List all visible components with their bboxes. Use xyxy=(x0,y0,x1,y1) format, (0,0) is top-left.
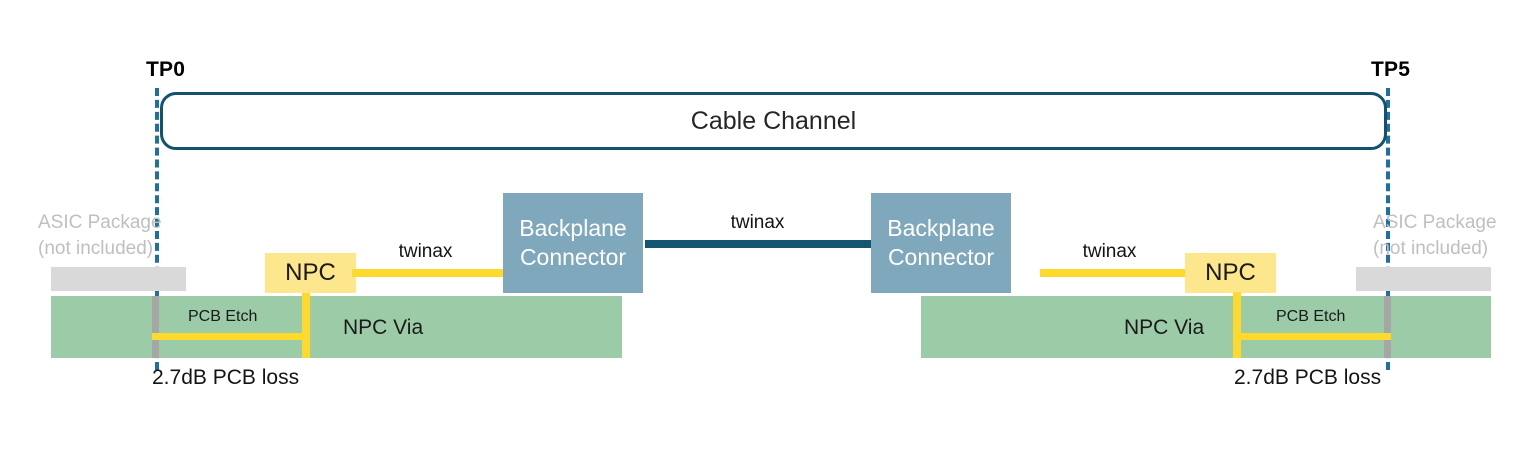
backplane-connector-left: Backplane Connector xyxy=(503,193,643,293)
backplane-connector-right-line1: Backplane xyxy=(887,215,995,242)
cable-channel-label: Cable Channel xyxy=(690,106,857,135)
pcb-loss-label-right: 2.7dB PCB loss xyxy=(1234,366,1382,389)
pcb-etch-label-left: PCB Etch xyxy=(188,308,258,325)
cable-channel-box: Cable Channel xyxy=(160,92,1387,150)
asic-package-label-right-line2: (not included) xyxy=(1373,237,1489,259)
twinax-line-right xyxy=(1040,269,1190,277)
pcb-etch-label-right: PCB Etch xyxy=(1276,308,1346,325)
asic-package-label-left: ASIC Package (not included) xyxy=(38,210,162,261)
twinax-label-right: twinax xyxy=(1082,241,1137,262)
npc-label-right: NPC xyxy=(1205,259,1256,286)
pcb-board-right xyxy=(921,296,1491,358)
backplane-connector-left-line2: Connector xyxy=(519,244,627,270)
pcb-etch-trace-right xyxy=(1235,333,1391,340)
npc-via-trace-left xyxy=(302,292,310,358)
testpoint-line-tp5 xyxy=(1386,88,1390,370)
testpoint-line-tp0 xyxy=(155,88,159,370)
twinax-label-left: twinax xyxy=(398,241,453,262)
testpoint-label-tp0: TP0 xyxy=(146,58,186,81)
pcb-etch-trace-left xyxy=(152,333,308,340)
backplane-connector-right-line2: Connector xyxy=(887,244,995,270)
twinax-line-left xyxy=(352,269,505,277)
pcb-tp5-via-right xyxy=(1384,296,1391,358)
pcb-tp0-via-left xyxy=(152,296,159,358)
asic-package-label-left-line1: ASIC Package xyxy=(38,212,162,233)
asic-package-bar-left xyxy=(51,267,186,291)
backplane-connector-left-line1: Backplane xyxy=(519,215,627,242)
twinax-line-middle xyxy=(645,240,873,248)
npc-block-right: NPC xyxy=(1185,253,1276,293)
npc-via-label-left: NPC Via xyxy=(343,316,424,339)
testpoint-label-tp5: TP5 xyxy=(1371,58,1411,81)
asic-package-label-right-line1: ASIC Package xyxy=(1373,212,1497,233)
asic-package-label-right: ASIC Package (not included) xyxy=(1373,210,1497,261)
npc-via-label-right: NPC Via xyxy=(1124,316,1205,339)
asic-package-bar-right xyxy=(1356,267,1491,291)
npc-label-left: NPC xyxy=(285,259,336,286)
asic-package-label-left-line2: (not included) xyxy=(38,237,154,259)
pcb-board-left xyxy=(51,296,622,358)
npc-block-left: NPC xyxy=(265,253,356,293)
pcb-loss-label-left: 2.7dB PCB loss xyxy=(152,366,300,389)
twinax-label-middle: twinax xyxy=(730,212,785,233)
backplane-connector-right: Backplane Connector xyxy=(871,193,1011,293)
npc-via-trace-right xyxy=(1233,292,1241,358)
